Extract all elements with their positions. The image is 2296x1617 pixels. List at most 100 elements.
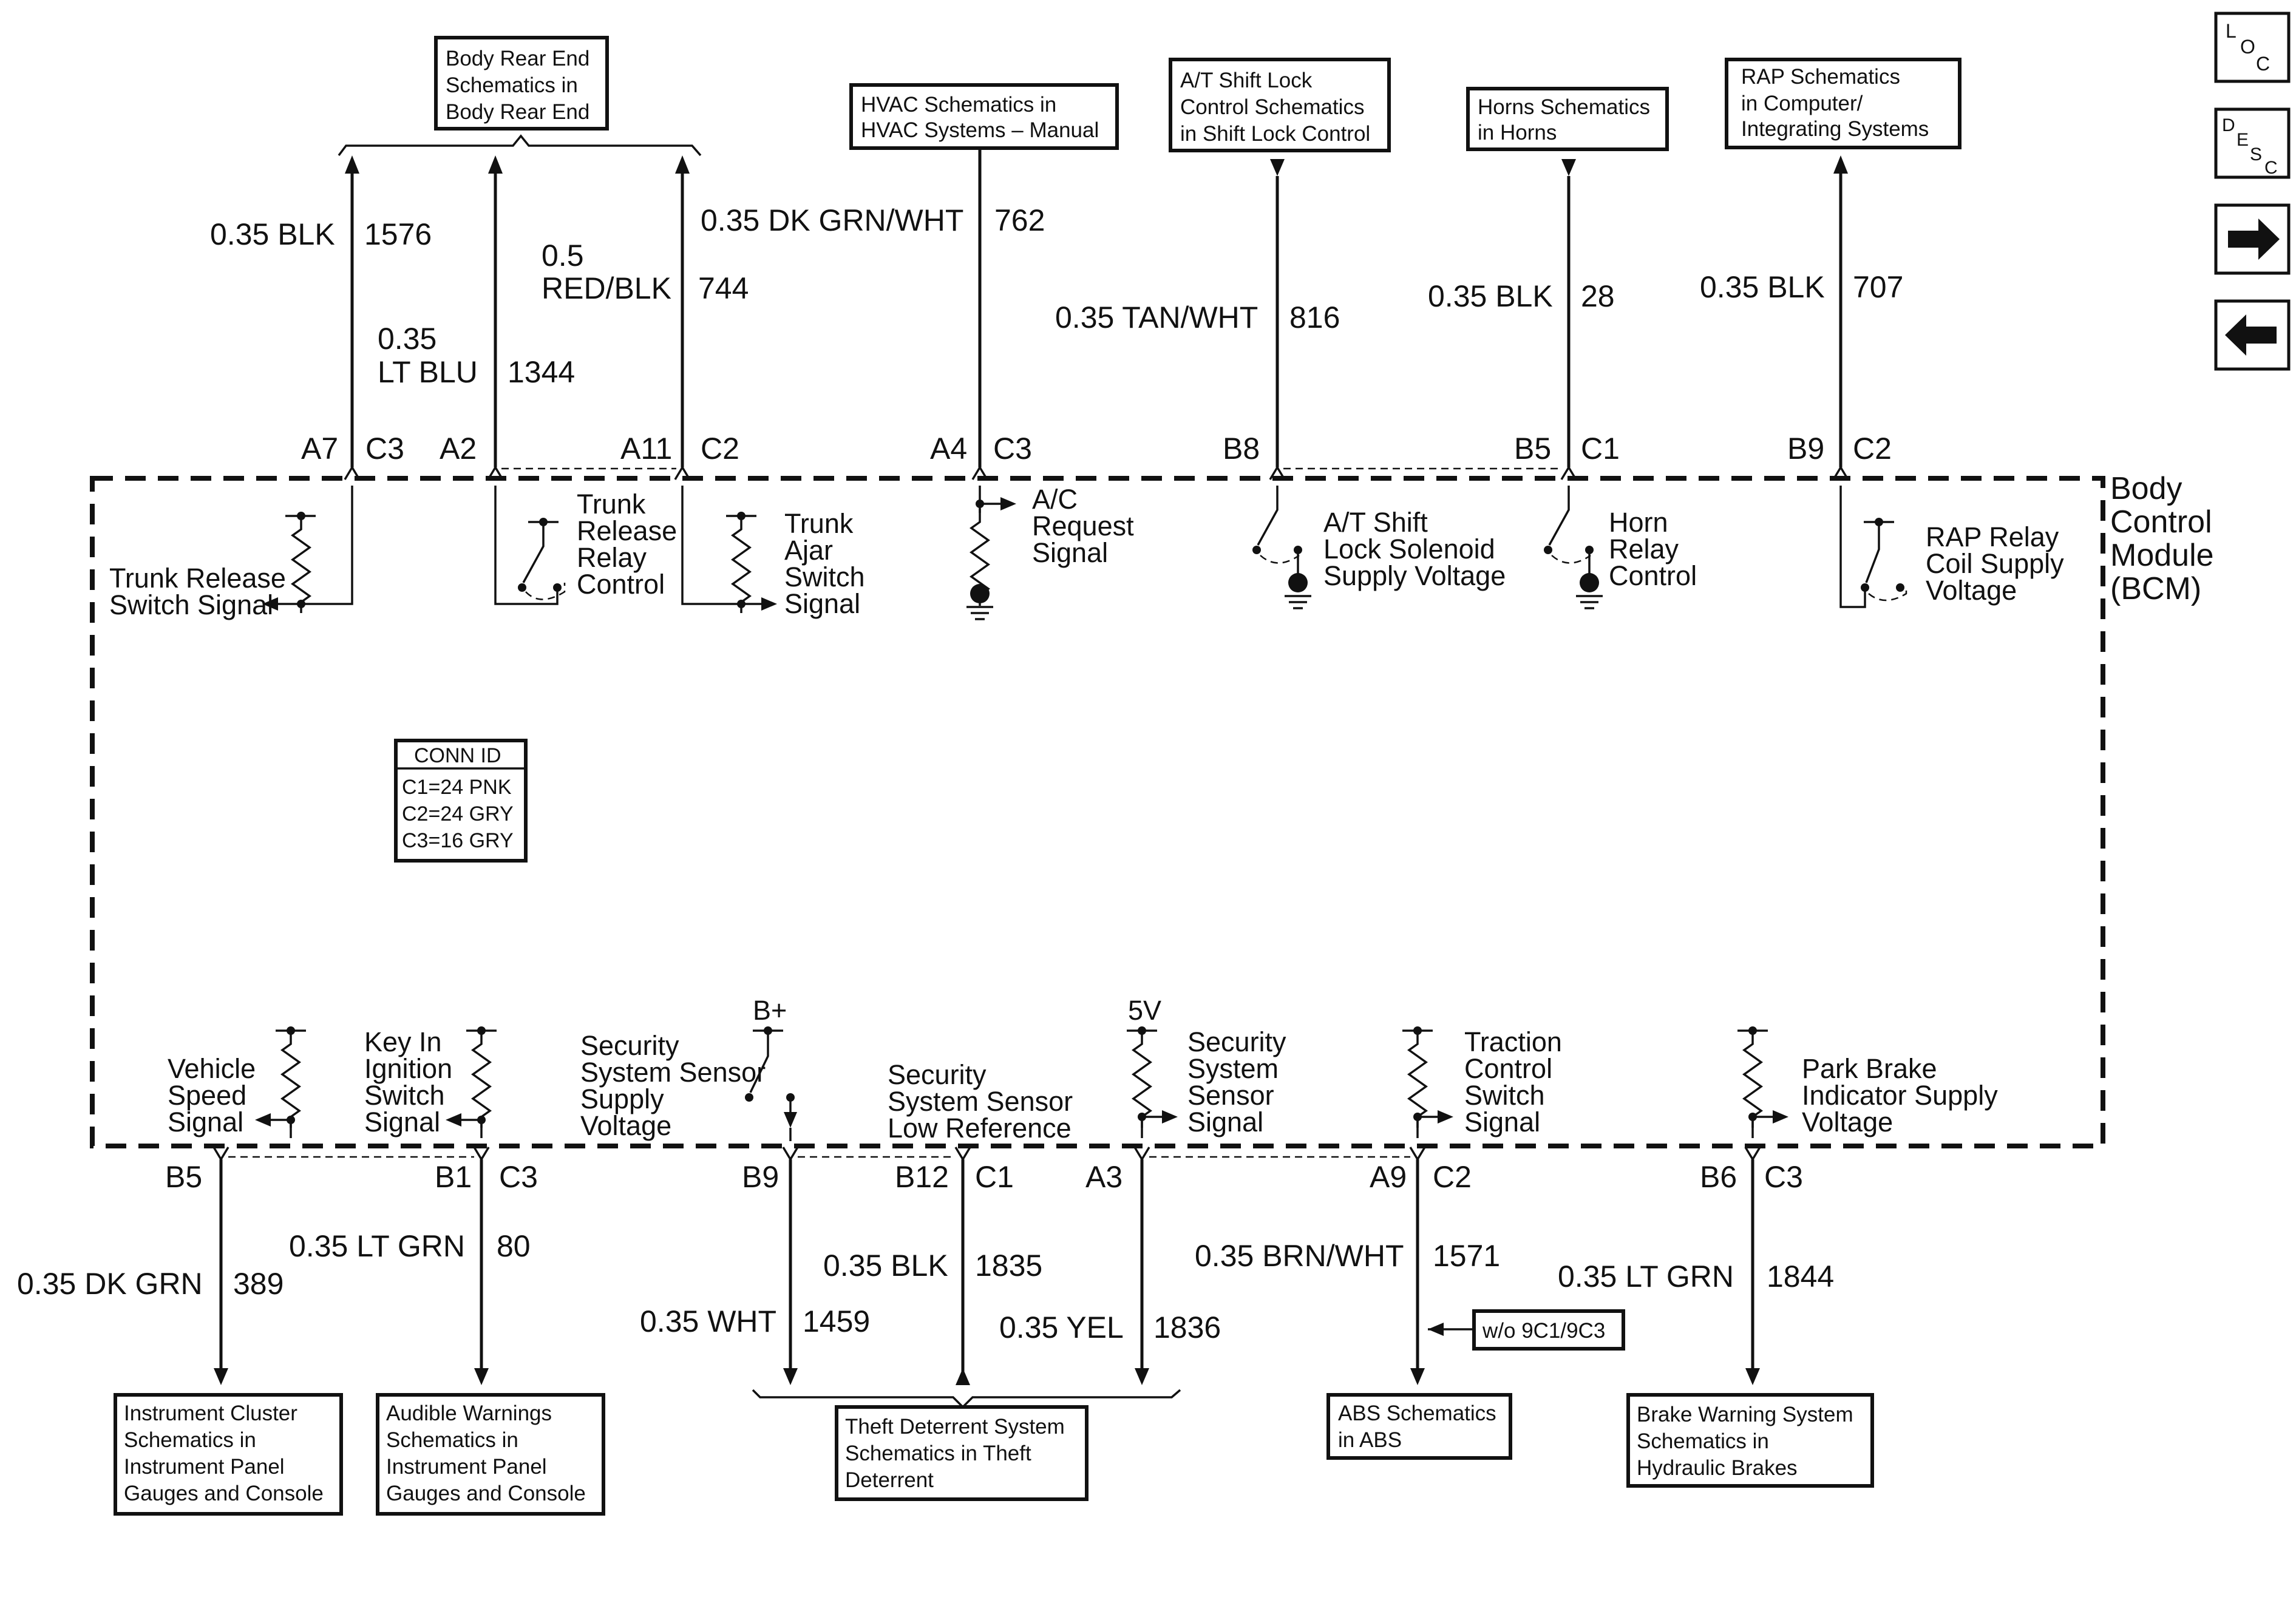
prev-arrow-button[interactable] xyxy=(2214,299,2291,371)
svg-text:Security: Security xyxy=(580,1030,679,1061)
svg-text:1459: 1459 xyxy=(803,1304,870,1338)
svg-text:A/C: A/C xyxy=(1032,484,1078,515)
svg-text:Schematics in Theft: Schematics in Theft xyxy=(845,1442,1031,1465)
svg-text:Release: Release xyxy=(577,515,677,546)
svg-text:B12: B12 xyxy=(895,1160,949,1194)
svg-text:Trunk: Trunk xyxy=(784,508,854,539)
svg-text:1844: 1844 xyxy=(1767,1259,1834,1293)
svg-text:Signal: Signal xyxy=(168,1107,243,1137)
svg-text:816: 816 xyxy=(1289,300,1340,334)
svg-text:Sensor: Sensor xyxy=(1187,1080,1274,1111)
svg-text:1835: 1835 xyxy=(975,1249,1042,1283)
desc-button[interactable]: D E S C xyxy=(2214,107,2291,179)
shift-lock-solenoid-circuit: A/T Shift Lock Solenoid Supply Voltage xyxy=(1252,486,1506,609)
svg-text:Brake Warning System: Brake Warning System xyxy=(1637,1403,1853,1426)
wire-707: 0.35 BLK 707 B9 C2 xyxy=(1700,155,1903,467)
svg-text:C1=24 PNK: C1=24 PNK xyxy=(402,776,512,799)
svg-text:Horns Schematics: Horns Schematics xyxy=(1478,95,1650,119)
svg-text:ABS Schematics: ABS Schematics xyxy=(1338,1402,1496,1425)
top-connector-chevrons xyxy=(344,465,1849,480)
svg-text:Schematics in: Schematics in xyxy=(124,1428,256,1452)
svg-text:CONN ID: CONN ID xyxy=(414,744,501,767)
svg-text:C1: C1 xyxy=(975,1160,1014,1194)
svg-text:Relay: Relay xyxy=(577,542,647,573)
svg-text:Traction: Traction xyxy=(1464,1026,1562,1057)
svg-text:B9: B9 xyxy=(742,1160,779,1194)
svg-text:in Shift Lock Control: in Shift Lock Control xyxy=(1180,122,1370,146)
ground-icon xyxy=(1575,572,1604,609)
svg-text:1576: 1576 xyxy=(364,217,432,251)
svg-text:Body Rear End: Body Rear End xyxy=(446,100,589,124)
wire-1459: B9 0.35 WHT 1459 xyxy=(640,1159,870,1385)
svg-text:C2: C2 xyxy=(1433,1160,1472,1194)
svg-text:C3: C3 xyxy=(993,432,1032,466)
audible-warnings-box: Audible Warnings Schematics in Instrumen… xyxy=(376,1393,605,1516)
svg-text:Park Brake: Park Brake xyxy=(1802,1053,1937,1084)
svg-text:Voltage: Voltage xyxy=(1802,1107,1893,1137)
wire-744: 0.5 RED/BLK 744 A11 C2 xyxy=(542,155,749,467)
svg-text:Gauges and Console: Gauges and Console xyxy=(124,1482,324,1505)
theft-brace xyxy=(752,1389,1181,1409)
svg-text:C3: C3 xyxy=(365,432,404,466)
bottom-connector-chevrons xyxy=(212,1147,1761,1162)
svg-text:Trunk Release: Trunk Release xyxy=(109,563,286,594)
svg-text:Trunk: Trunk xyxy=(577,489,646,520)
svg-text:RAP Relay: RAP Relay xyxy=(1926,521,2059,552)
svg-text:B9: B9 xyxy=(1787,432,1824,466)
svg-text:Ignition: Ignition xyxy=(364,1053,452,1084)
svg-text:C: C xyxy=(2256,53,2270,75)
svg-text:Integrating Systems: Integrating Systems xyxy=(1741,117,1929,141)
svg-text:Coil Supply: Coil Supply xyxy=(1926,548,2064,579)
svg-text:A9: A9 xyxy=(1370,1160,1407,1194)
svg-text:Voltage: Voltage xyxy=(580,1110,671,1141)
svg-text:Instrument Panel: Instrument Panel xyxy=(386,1455,547,1479)
svg-text:Signal: Signal xyxy=(784,588,860,619)
wo-option-tag: w/o 9C1/9C3 xyxy=(1428,1309,1625,1351)
svg-text:E: E xyxy=(2237,130,2249,150)
svg-text:A3: A3 xyxy=(1085,1160,1123,1194)
wire-1571: A9 C2 0.35 BRN/WHT 1571 xyxy=(1195,1159,1500,1385)
svg-text:B8: B8 xyxy=(1223,432,1260,466)
wire-28: 0.35 BLK 28 B5 C1 xyxy=(1428,159,1620,467)
svg-text:C2=24 GRY: C2=24 GRY xyxy=(402,802,514,825)
traction-control-circuit: Traction Control Switch Signal xyxy=(1402,1026,1562,1138)
svg-text:Vehicle: Vehicle xyxy=(168,1053,256,1084)
right-arrow-icon xyxy=(2228,219,2280,260)
shift-lock-box: A/T Shift Lock Control Schematics in Shi… xyxy=(1169,58,1391,152)
next-arrow-button[interactable] xyxy=(2214,203,2291,275)
svg-text:LT BLU: LT BLU xyxy=(378,355,478,389)
bcm-boundary xyxy=(90,476,2105,1148)
sensor-supply-circuit: B+ Security System Sensor Supply Voltage xyxy=(580,995,797,1141)
loc-button[interactable]: L O C xyxy=(2214,12,2291,83)
svg-text:0.35 BRN/WHT: 0.35 BRN/WHT xyxy=(1195,1239,1404,1273)
svg-text:Supply: Supply xyxy=(580,1083,664,1114)
svg-text:S: S xyxy=(2250,144,2262,164)
wire-389: B5 0.35 DK GRN 389 xyxy=(17,1159,284,1385)
trunk-ajar-circuit: Trunk Ajar Switch Signal xyxy=(681,486,865,619)
body-rear-brace xyxy=(338,134,702,157)
svg-text:HVAC Schematics in: HVAC Schematics in xyxy=(861,93,1056,117)
rap-relay-circuit: RAP Relay Coil Supply Voltage xyxy=(1839,486,2064,608)
wire-1835: B12 C1 0.35 BLK 1835 xyxy=(823,1159,1042,1385)
svg-text:0.35 LT GRN: 0.35 LT GRN xyxy=(1558,1259,1734,1293)
svg-text:Theft Deterrent System: Theft Deterrent System xyxy=(845,1415,1065,1439)
svg-text:A11: A11 xyxy=(620,432,672,466)
svg-text:Instrument Cluster: Instrument Cluster xyxy=(124,1402,297,1425)
svg-text:Voltage: Voltage xyxy=(1926,575,2017,606)
bcm-label: Body Control Module (BCM) xyxy=(2110,471,2223,606)
svg-text:B5: B5 xyxy=(1514,432,1551,466)
svg-text:B1: B1 xyxy=(435,1160,472,1194)
svg-text:0.35 DK GRN/WHT: 0.35 DK GRN/WHT xyxy=(701,203,963,237)
svg-text:C1: C1 xyxy=(1581,432,1620,466)
svg-text:744: 744 xyxy=(698,271,749,305)
brake-warning-box: Brake Warning System Schematics in Hydra… xyxy=(1626,1393,1874,1488)
trunk-release-switch-circuit: Trunk Release Switch Signal xyxy=(109,486,353,620)
abs-box: ABS Schematics in ABS xyxy=(1326,1393,1512,1460)
svg-text:System Sensor: System Sensor xyxy=(888,1086,1073,1117)
svg-text:C3: C3 xyxy=(1764,1160,1803,1194)
svg-text:0.35 TAN/WHT: 0.35 TAN/WHT xyxy=(1055,300,1258,334)
svg-text:C: C xyxy=(2264,158,2278,178)
svg-text:C3=16 GRY: C3=16 GRY xyxy=(402,829,514,852)
svg-text:Signal: Signal xyxy=(1464,1107,1540,1137)
svg-text:System: System xyxy=(1187,1053,1279,1084)
